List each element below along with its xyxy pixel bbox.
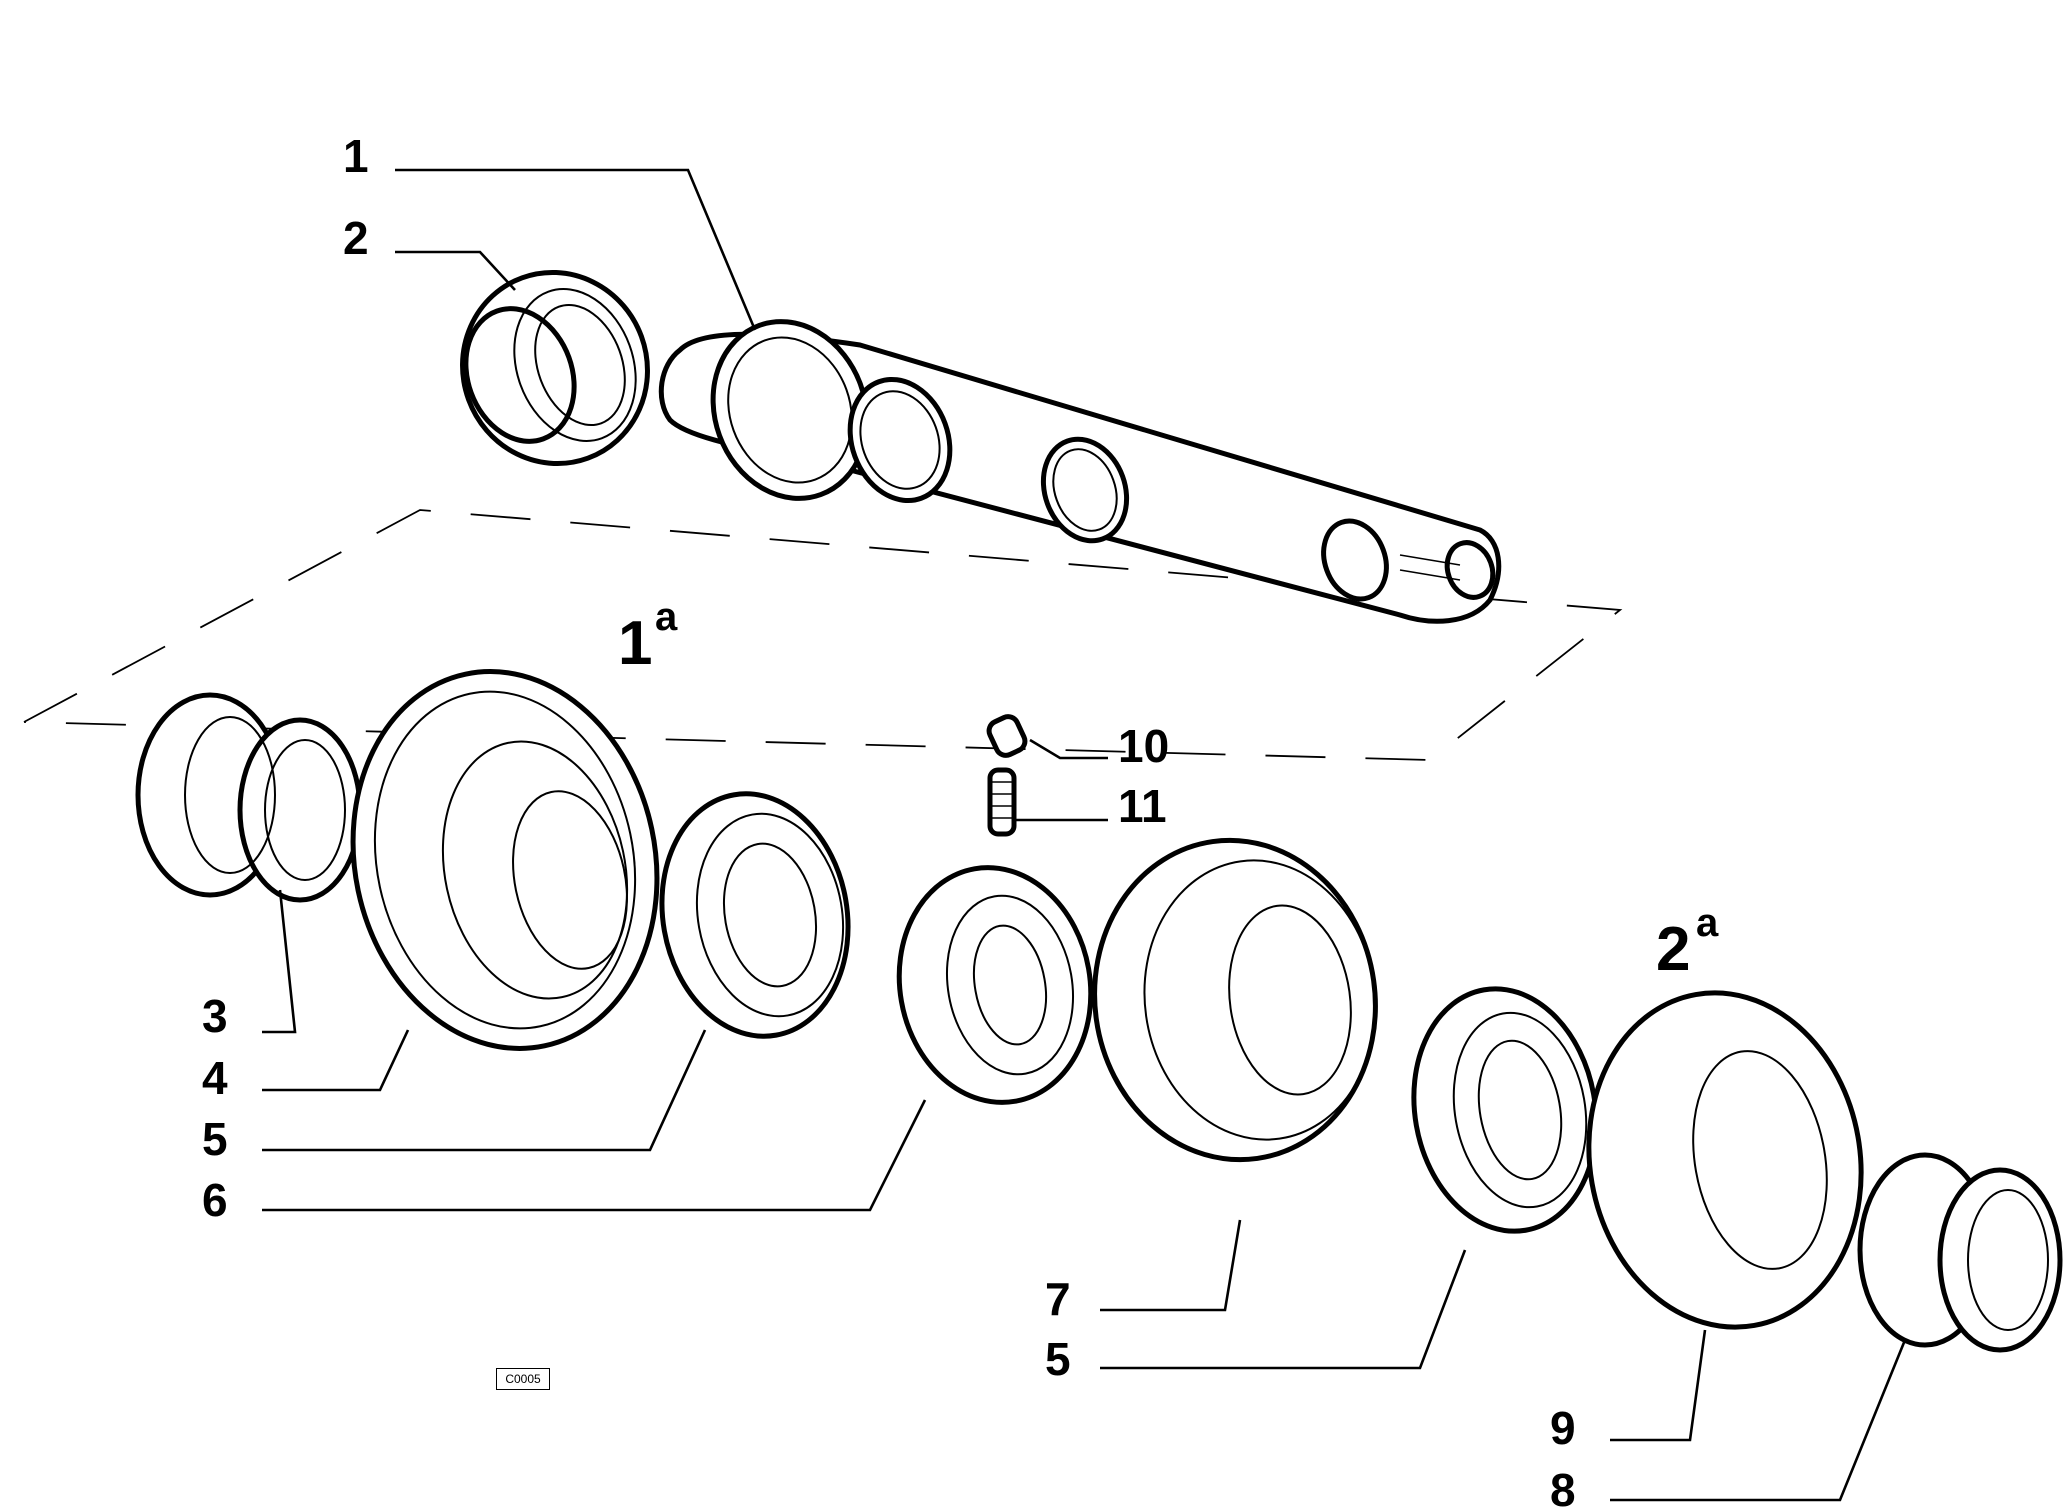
synchro-hub-left	[135, 692, 363, 903]
callout-5-second: 5	[1045, 1333, 1071, 1385]
second-gear-label-sup: a	[1696, 901, 1719, 945]
first-gear	[350, 669, 660, 1051]
synchro-ring-second	[1411, 986, 1599, 1234]
sliding-sleeve	[896, 865, 1094, 1105]
detent-spring	[987, 767, 1017, 837]
first-gear-label-sup: a	[655, 595, 678, 639]
main-shaft	[658, 319, 1502, 624]
callout-labels: 1 2 3 4 5 6 7 5 9 8 10 11	[202, 130, 1576, 1508]
assembly-outline	[23, 509, 1623, 761]
detent-pin	[986, 714, 1028, 758]
callout-4: 4	[202, 1052, 228, 1104]
first-gear-label: 1	[618, 609, 652, 678]
callout-1: 1	[343, 130, 369, 182]
callout-2: 2	[343, 212, 369, 264]
second-gear	[1586, 990, 1864, 1330]
drawing-code: C0005	[496, 1368, 550, 1390]
callout-10: 10	[1118, 720, 1169, 772]
leader-lines	[262, 168, 1907, 1502]
bearing	[460, 269, 650, 467]
callout-6: 6	[202, 1174, 228, 1226]
synchro-ring-first	[659, 791, 851, 1039]
callout-7: 7	[1045, 1273, 1071, 1325]
callout-3: 3	[202, 990, 228, 1042]
gear-labels: 1 a 2 a	[618, 595, 1719, 984]
callout-11: 11	[1118, 780, 1167, 832]
synchro-hub-center	[1092, 837, 1378, 1163]
callout-5-first: 5	[202, 1113, 228, 1165]
second-gear-label: 2	[1656, 915, 1690, 984]
callout-9: 9	[1550, 1402, 1576, 1454]
callout-8: 8	[1550, 1464, 1576, 1508]
bushing-right	[1857, 1152, 2063, 1353]
